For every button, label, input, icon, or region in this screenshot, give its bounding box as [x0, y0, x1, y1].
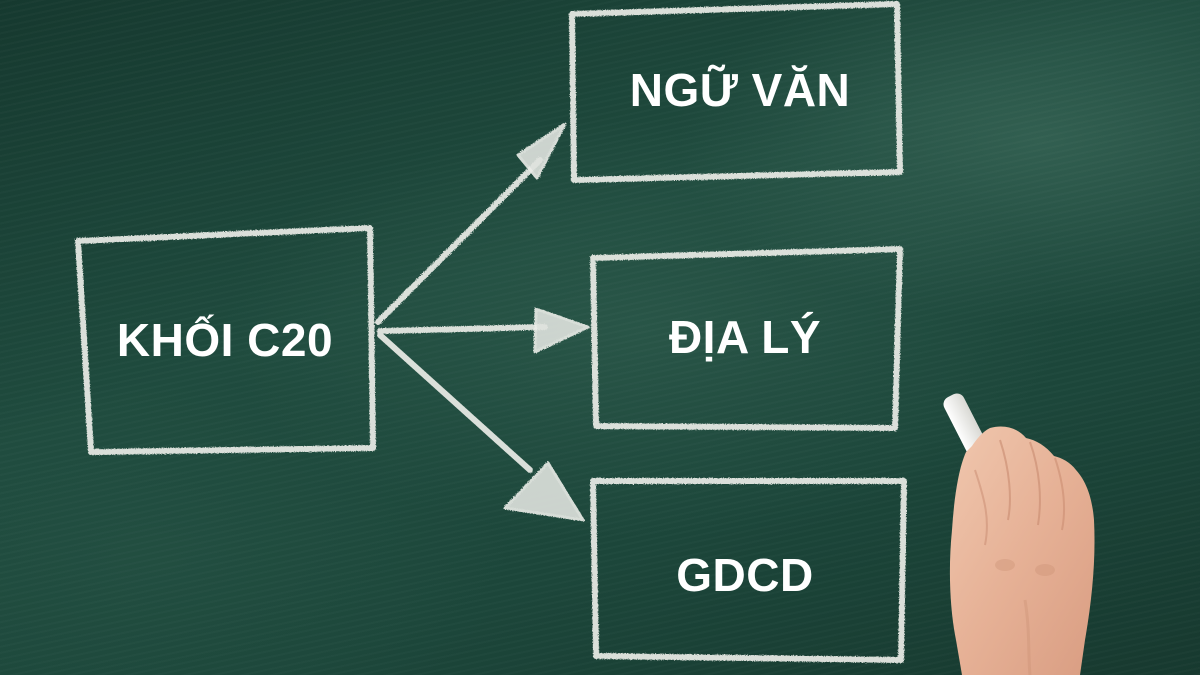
box-ngu-van — [569, 1, 903, 183]
child-label-dia-ly: ĐỊA LÝ — [668, 311, 822, 363]
box-dia-ly — [590, 246, 903, 431]
root-box-khoi-c20 — [75, 225, 376, 455]
root-label: KHỐI C20 — [116, 314, 334, 366]
hand-icon — [949, 426, 1095, 675]
child-label-gdcd: GDCD — [676, 549, 814, 601]
arrowhead-dia-ly-icon — [533, 307, 590, 354]
arrow-to-ngu-van — [375, 157, 543, 325]
child-label-ngu-van: NGỮ VĂN — [629, 64, 851, 116]
arrowhead-ngu-van-icon — [516, 122, 567, 180]
arrow-to-dia-ly — [377, 324, 548, 334]
arrowhead-gdcd-icon — [503, 461, 585, 522]
arrow-to-gdcd — [377, 332, 533, 473]
box-gdcd — [590, 478, 907, 663]
